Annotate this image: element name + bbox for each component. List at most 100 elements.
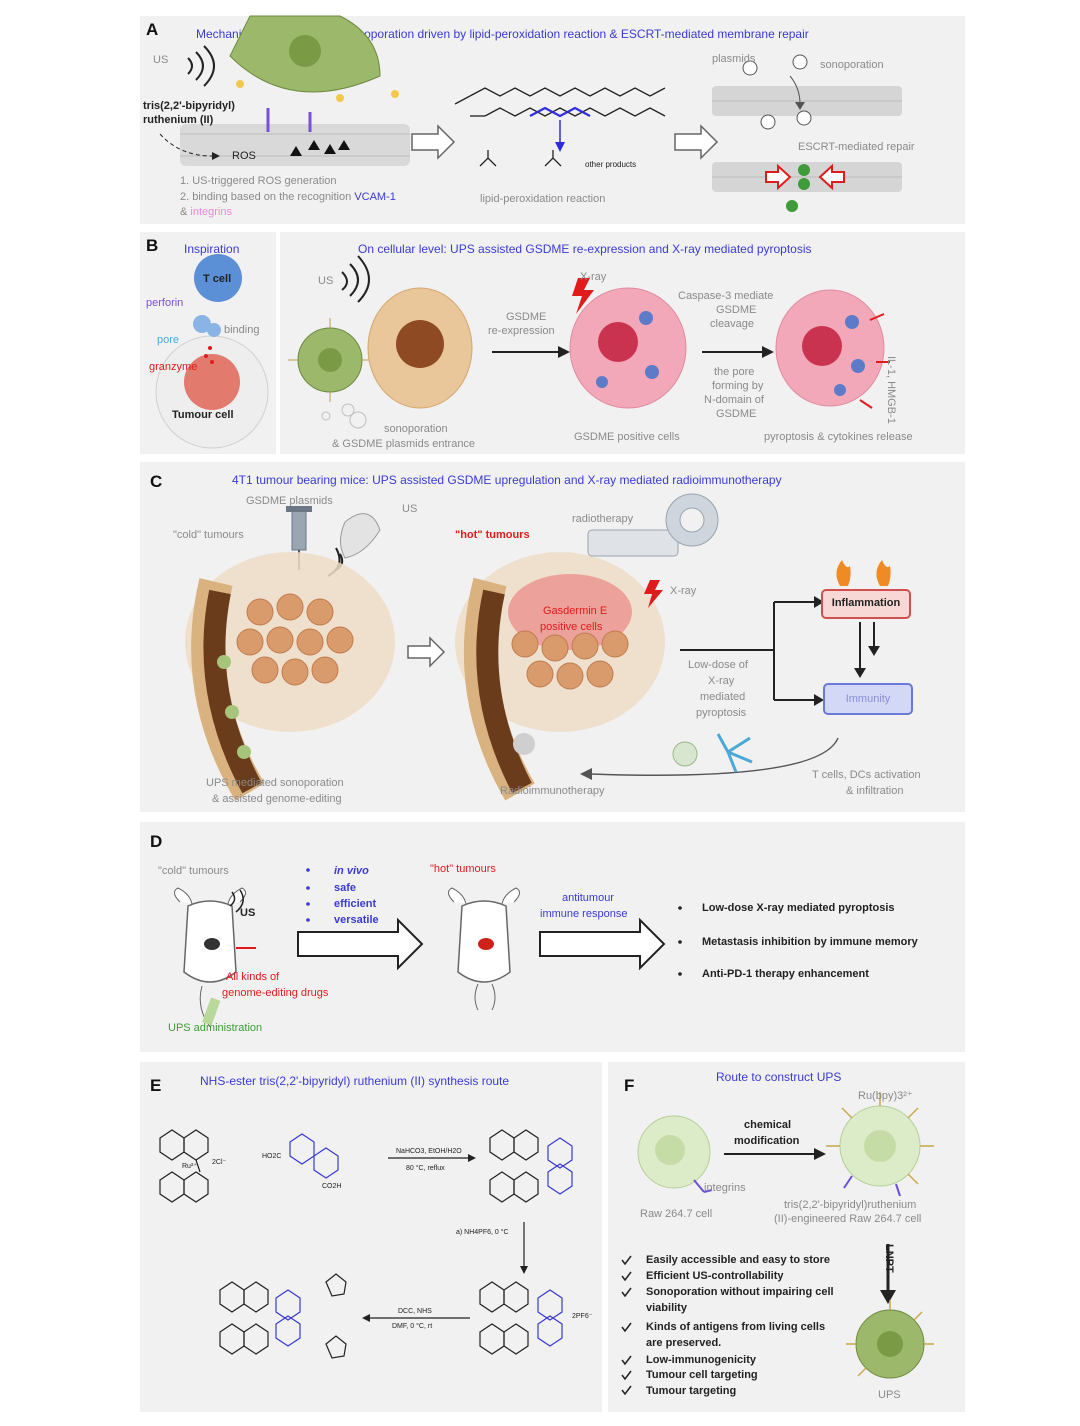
panel-f-check-4b: are preserved. — [646, 1337, 722, 1349]
panel-b-sono-1: sonoporation — [384, 423, 448, 435]
mouse-icon-cold — [174, 887, 246, 1028]
panel-a-step2b: & integrins — [180, 205, 232, 219]
membrane-sonoporation — [712, 54, 902, 130]
panel-a-step1: 1. US-triggered ROS generation — [180, 175, 337, 187]
panel-b-gsdme-1: GSDME — [506, 311, 547, 323]
panel-c-art — [185, 493, 913, 801]
panel-c-plasmids: GSDME plasmids — [246, 495, 333, 507]
panel-f-check-2: Efficient US-controllability — [646, 1270, 784, 1282]
panel-d-feature-3: efficient — [334, 898, 377, 910]
panel-e-art — [159, 1129, 573, 1359]
panel-c-ups-1: UPS mediated sonoporation — [206, 777, 344, 789]
panel-a-label: A — [146, 20, 159, 39]
panel-e-cond1-1: NaHCO3, EtOH/H2O — [396, 1148, 462, 1155]
ultrasound-wave-icon — [187, 45, 215, 87]
panel-f-check-3: Sonoporation without impairing cell — [646, 1286, 834, 1298]
panel-f-check-6: Tumour cell targeting — [646, 1369, 758, 1381]
panel-e-title: NHS-ester tris(2,2'-bipyridyl) ruthenium… — [200, 1074, 510, 1088]
step2-vcam: VCAM-1 — [354, 191, 396, 203]
panel-d-feature-4: versatile — [334, 914, 379, 926]
ru-nhs-ester-structure — [219, 1273, 347, 1359]
ru-bipyridyl-structure-1 — [159, 1129, 209, 1203]
panel-a-ru-label-2: ruthenium (II) — [143, 114, 214, 126]
panel-b-caspase-2: GSDME — [716, 304, 757, 316]
panel-c-inflammation: Inflammation — [831, 597, 901, 609]
panel-c-radioimmuno: Radioimmunotherapy — [500, 785, 605, 797]
step2-integrins: integrins — [190, 206, 232, 218]
panel-f-lnpt: LNPT — [883, 1244, 895, 1273]
panel-b-il: IL-1, HMGB-1 — [885, 356, 897, 424]
panel-b-perforin: perforin — [146, 297, 184, 309]
panel-c-low-2: X-ray — [708, 675, 735, 687]
panel-c-low-1: Low-dose of — [688, 659, 748, 671]
panel-b-caspase-1: Caspase-3 mediate — [678, 290, 774, 302]
panel-b-sono-2: & GSDME plasmids entrance — [332, 438, 476, 450]
panel-d-drugs-1: All kinds of — [226, 971, 280, 983]
panel-c-immunity: Immunity — [845, 693, 891, 705]
panel-c-tcells-2: & infiltration — [846, 785, 904, 797]
lipid-structure — [454, 87, 666, 117]
panel-b-positive: GSDME positive cells — [574, 431, 680, 443]
step2-prefix: 2. binding based on the recognition — [180, 191, 352, 203]
panel-b-insp-title: Inspiration — [184, 242, 240, 256]
flame-icon — [836, 560, 891, 586]
lightning-icon — [644, 580, 663, 608]
panel-b-pore: pore — [157, 334, 180, 346]
panel-b-pore-4: GSDME — [716, 408, 757, 420]
panel-e-ho2c: HO2C — [262, 1153, 282, 1160]
panel-d-outcome-1: Low-dose X-ray mediated pyroptosis — [702, 902, 895, 914]
panel-c-cold: "cold" tumours — [173, 529, 244, 541]
panel-b-tumour-cell: Tumour cell — [172, 409, 234, 421]
panel-a-other-products: other products — [585, 160, 637, 169]
panel-a-us-label: US — [153, 54, 169, 66]
panel-a-plasmids: plasmids — [712, 53, 756, 65]
panel-b-pore-3: N-domain of — [704, 394, 764, 406]
panel-c-ups-2: & assisted genome-editing — [212, 793, 342, 805]
panel-d-outcome-3: Anti-PD-1 therapy enhancement — [702, 968, 869, 980]
panel-d-label: D — [150, 832, 163, 851]
panel-d-art — [174, 868, 682, 1028]
cell-membrane-a — [180, 124, 410, 166]
panel-f-eng-1: tris(2,2'-bipyridyl)ruthenium — [784, 1199, 917, 1211]
immunity-box — [823, 683, 913, 715]
checkmark-icons — [621, 1255, 632, 1396]
panel-a-sonoporation: sonoporation — [820, 59, 884, 71]
panel-c-title: 4T1 tumour bearing mice: UPS assisted GS… — [232, 473, 782, 487]
panel-c-gasd-1: Gasdermin E — [543, 605, 608, 617]
panel-b-art — [155, 254, 890, 449]
panel-f-chem-1: chemical — [744, 1119, 792, 1131]
panel-c-low-4: pyroptosis — [696, 707, 747, 719]
panel-e-pf6: 2PF6⁻ — [572, 1313, 593, 1320]
panel-a-step2: 2. binding based on the recognition VCAM… — [180, 190, 396, 204]
panel-f-check-3b: viability — [646, 1302, 687, 1314]
panel-d-cold: "cold" tumours — [158, 865, 229, 877]
panel-b-pyro: pyroptosis & cytokines release — [764, 431, 913, 443]
panel-d-drugs-2: genome-editing drugs — [222, 987, 329, 999]
panel-c-us: US — [402, 503, 418, 515]
panel-d-admin: UPS administration — [168, 1022, 263, 1034]
panel-b-caspase-3: cleavage — [710, 318, 755, 330]
ru-complex-structure-2 — [489, 1129, 539, 1203]
inflammation-box — [821, 589, 911, 619]
panel-f-raw: Raw 264.7 cell — [640, 1208, 713, 1220]
panel-c-xray: X-ray — [670, 585, 697, 597]
panel-d-feature-1: in vivo — [334, 865, 369, 877]
panel-f-chem-2: modification — [734, 1135, 800, 1147]
ultrasound-probe-icon — [340, 513, 381, 559]
panel-f-ru-label: Ru(bpy)3²⁺ — [858, 1090, 913, 1102]
panel-a-escrt: ESCRT-mediated repair — [798, 141, 915, 153]
ultrasound-wave-icon — [341, 255, 370, 303]
ros-triangles — [290, 140, 350, 156]
panel-c-radiotherapy: radiotherapy — [572, 513, 634, 525]
panel-f-ups: UPS — [878, 1389, 901, 1401]
panel-e-cond3-2: DMF, 0 °C, rt — [392, 1323, 433, 1330]
panel-c-label: C — [150, 472, 163, 491]
panel-f-check-5: Low-immunogenicity — [646, 1354, 756, 1366]
panel-c-tcells-1: T cells, DCs activation — [812, 769, 921, 781]
panel-b-gsdme-2: re-expression — [488, 325, 555, 337]
flow-arrow-d2 — [539, 917, 666, 971]
panel-d-feature-2: safe — [334, 882, 357, 894]
panel-f-art — [621, 1092, 934, 1396]
panel-f-check-4: Kinds of antigens from living cells — [646, 1321, 826, 1333]
panel-f-title: Route to construct UPS — [716, 1070, 842, 1084]
